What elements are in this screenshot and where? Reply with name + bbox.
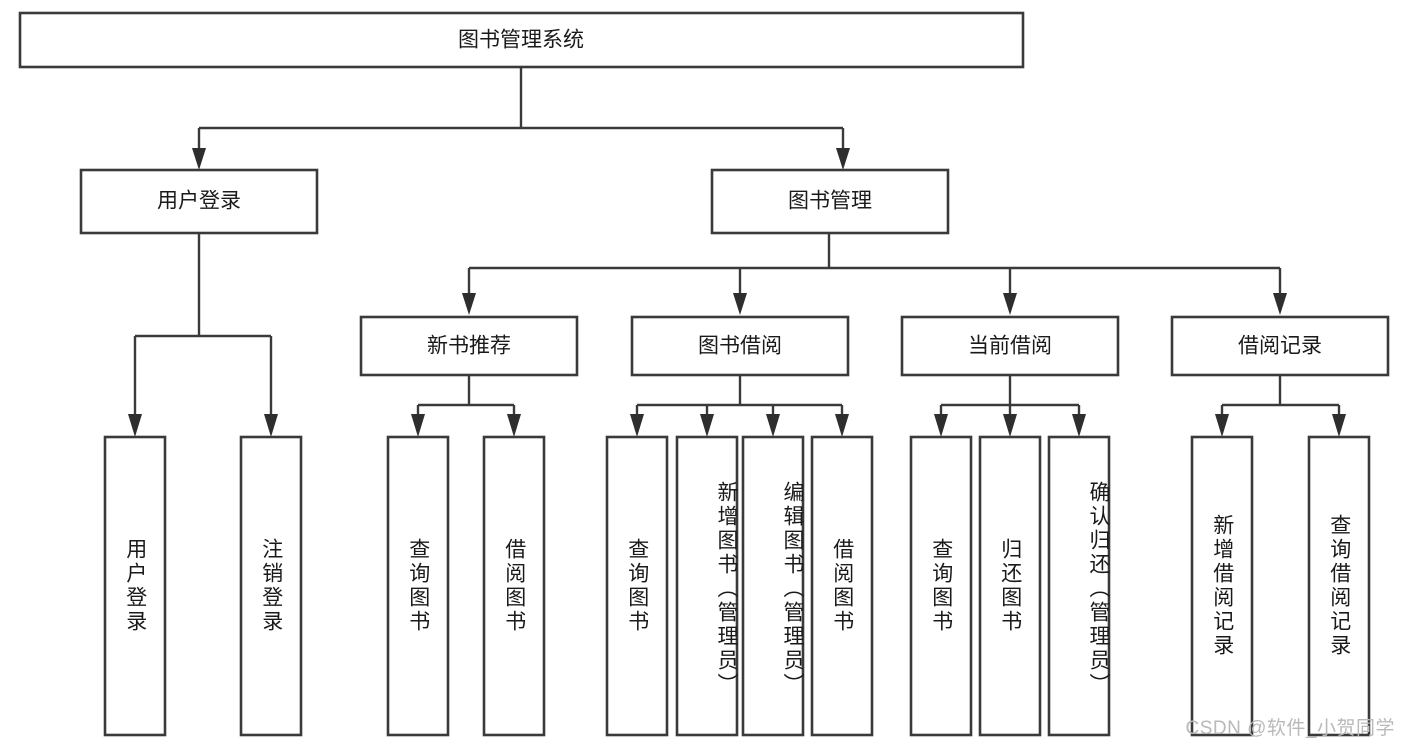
arrow-head-icon [1003,414,1017,437]
node-root[interactable]: 图书管理系统 [18,11,1025,69]
connector-userlogin-to-leaves [128,233,278,437]
node-book-management[interactable]: 图书管理 [710,168,950,235]
arrow-head-icon [1273,293,1287,315]
node-book-borrow[interactable]: 图书借阅 [630,315,850,377]
node-user-login[interactable]: 用户登录 [79,168,319,235]
connector-bookmgmt-to-level3 [462,233,1287,315]
leaf-node-edit-book-admin[interactable] [741,435,805,737]
arrow-head-icon [766,414,780,437]
arrow-head-icon [1215,414,1229,437]
leaf-node-confirm-return-admin[interactable] [1047,435,1111,737]
leaf-node-add-borrow-record[interactable] [1190,435,1254,737]
connector-currentborrow-to-leaves [934,375,1086,437]
arrow-head-icon [128,414,142,437]
node-current-borrow-label: 当前借阅 [968,335,1052,358]
leaf-node-borrow-book-recommend[interactable] [482,435,546,737]
node-current-borrow[interactable]: 当前借阅 [900,315,1120,377]
arrow-head-icon [836,148,850,170]
arrow-head-icon [411,414,425,437]
node-user-login-label: 用户登录 [157,190,241,213]
node-root-label: 图书管理系统 [458,29,584,52]
node-book-management-label: 图书管理 [788,190,872,213]
connector-root-to-level2 [192,67,850,170]
connector-bookborrow-to-leaves [630,375,849,437]
leaf-node-query-book-borrow[interactable] [605,435,669,737]
arrow-head-icon [1332,414,1346,437]
leaf-node-borrow-book[interactable] [810,435,874,737]
leaf-node-logout[interactable] [239,435,303,737]
leaf-node-user-login[interactable] [103,435,167,737]
node-borrow-record-label: 借阅记录 [1238,335,1322,358]
csdn-watermark: CSDN @软件_小贺同学 [1185,718,1395,739]
arrow-head-icon [1003,293,1017,315]
arrow-head-icon [733,293,747,315]
arrow-head-icon [630,414,644,437]
arrow-head-icon [264,414,278,437]
arrow-head-icon [1072,414,1086,437]
arrow-head-icon [835,414,849,437]
node-book-borrow-label: 图书借阅 [698,335,782,358]
arrow-head-icon [462,293,476,315]
node-new-book-recommend-label: 新书推荐 [427,335,511,358]
leaf-node-add-book-admin[interactable] [675,435,739,737]
leaf-node-query-book-current[interactable] [909,435,973,737]
leaf-node-query-book-recommend[interactable] [386,435,450,737]
arrow-head-icon [507,414,521,437]
arrow-head-icon [700,414,714,437]
arrow-head-icon [934,414,948,437]
arrow-head-icon [192,148,206,170]
leaf-node-return-book[interactable] [978,435,1042,737]
connector-borrowrecord-to-leaves [1215,375,1346,437]
leaf-node-query-borrow-record[interactable] [1307,435,1371,737]
connector-newbook-to-leaves [411,375,521,437]
node-new-book-recommend[interactable]: 新书推荐 [359,315,579,377]
node-borrow-record[interactable]: 借阅记录 [1170,315,1390,377]
